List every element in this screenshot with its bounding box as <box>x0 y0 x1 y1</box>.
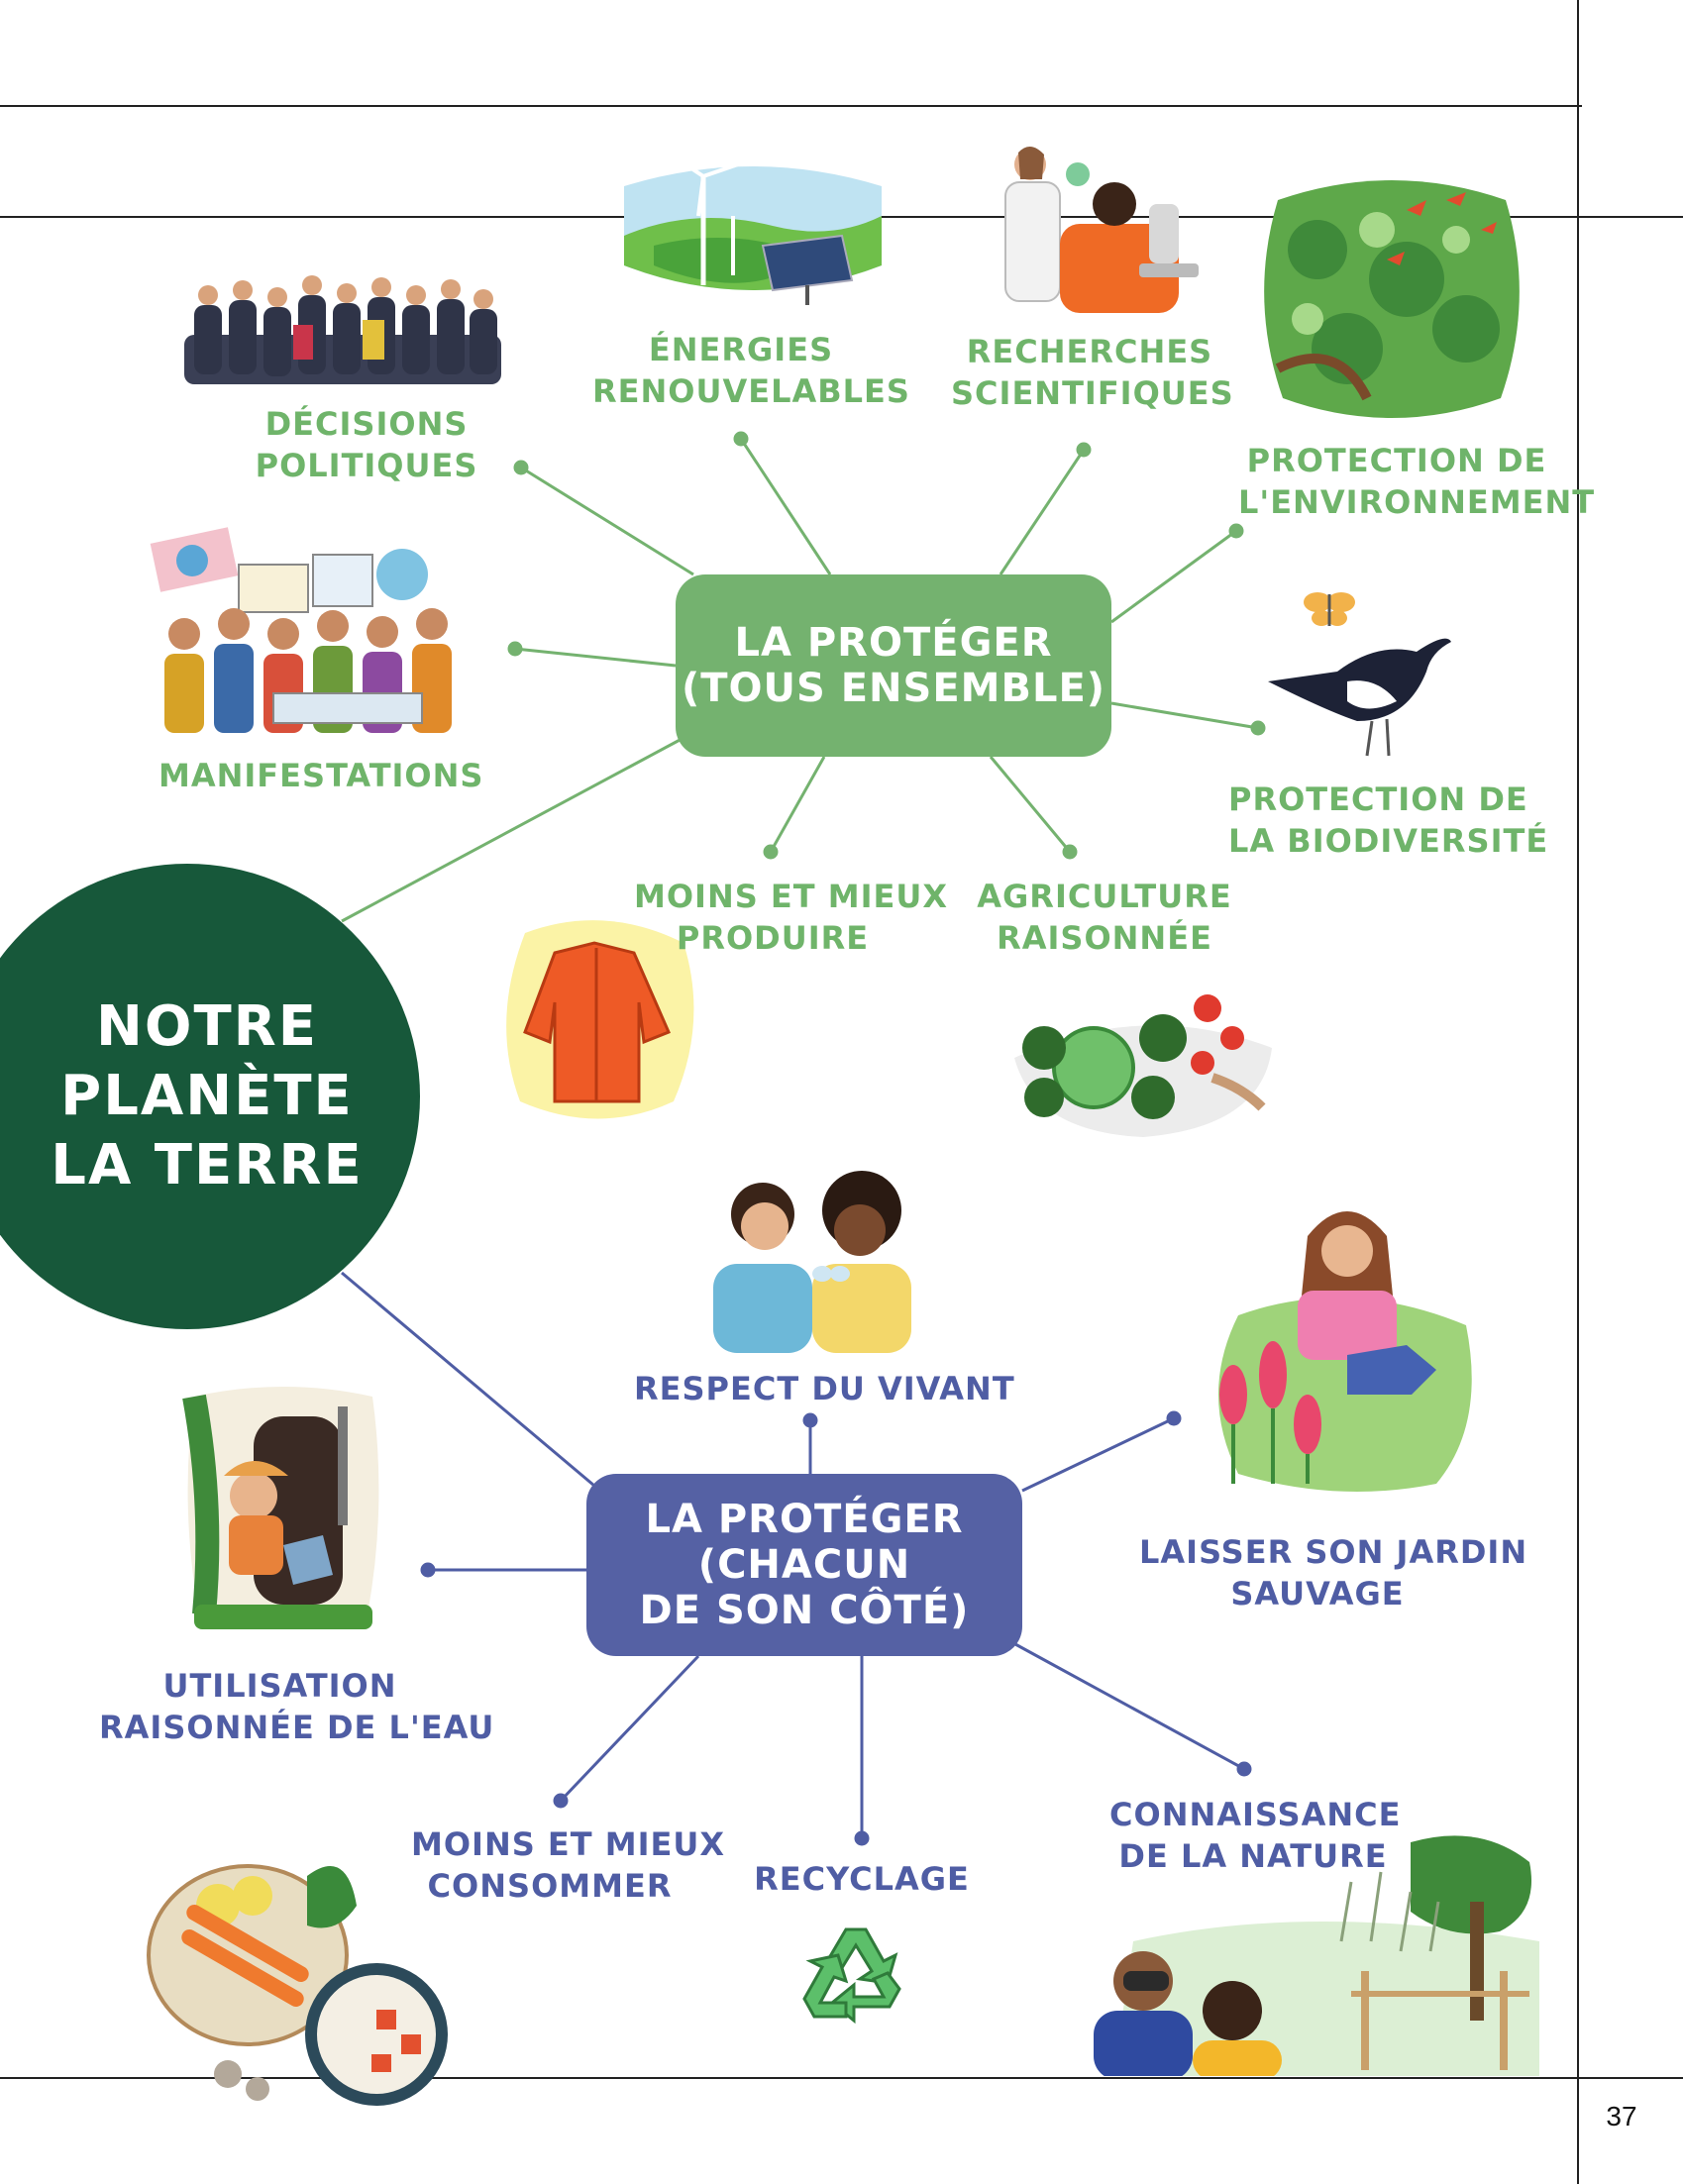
connector-recherches <box>999 449 1086 575</box>
label-line: ÉNERGIES <box>648 331 834 368</box>
label-line: MANIFESTATIONS <box>158 757 484 794</box>
connector-produire <box>769 756 826 853</box>
label-utilisation-eau: UTILISATION RAISONNÉE DE L'EAU <box>99 1665 495 1748</box>
label-line: PRODUIRE <box>676 919 870 957</box>
protest-crowd-icon <box>150 527 452 733</box>
vegetable-garden-icon <box>1014 994 1272 1137</box>
hub-line: LA PROTÉGER <box>645 1497 964 1542</box>
right-vertical-rule <box>1577 0 1579 2184</box>
politicians-group-icon <box>184 275 501 384</box>
children-binoculars-icon <box>1094 1835 1539 2076</box>
label-protection-environnement: PROTECTION DE L'ENVIRONNEMENT <box>1238 440 1596 523</box>
connector-biodiversite <box>1110 701 1259 730</box>
hub-tous-ensemble: LA PROTÉGER (TOUS ENSEMBLE) <box>676 574 1111 757</box>
label-line: CONNAISSANCE <box>1109 1796 1402 1833</box>
label-line: MOINS ET MIEUX <box>634 878 949 915</box>
label-line: RECYCLAGE <box>754 1860 970 1898</box>
rain-barrel-icon <box>182 1387 379 1629</box>
label-line: DÉCISIONS <box>264 405 469 443</box>
forest-birds-icon <box>1264 180 1520 418</box>
connector-consommer <box>559 1654 700 1803</box>
label-connaissance-nature: CONNAISSANCE DE LA NATURE <box>1109 1794 1402 1877</box>
connector-environnement <box>1110 529 1237 624</box>
top-rule <box>0 105 1582 107</box>
orange-jacket-icon <box>506 920 694 1119</box>
connector-manifestations <box>514 647 677 668</box>
connector-energies <box>739 438 832 575</box>
scientists-microscope-icon <box>1004 146 1199 313</box>
center-line: PLANÈTE <box>60 1064 354 1128</box>
hub-line: (TOUS ENSEMBLE) <box>681 666 1106 711</box>
page-number: 37 <box>1606 2101 1637 2132</box>
recycle-icon <box>802 1927 901 2025</box>
label-laisser-jardin-sauvage: LAISSER SON JARDIN SAUVAGE <box>1139 1531 1528 1614</box>
label-line: DE LA NATURE <box>1118 1837 1388 1875</box>
label-recyclage: RECYCLAGE <box>743 1858 981 1900</box>
label-line: L'ENVIRONNEMENT <box>1238 483 1596 521</box>
label-recherches-scientifiques: RECHERCHES SCIENTIFIQUES <box>951 331 1234 414</box>
bottom-rule <box>0 2077 1683 2079</box>
woman-watering-garden-icon <box>1218 1211 1472 1492</box>
label-line: RAISONNÉE DE L'EAU <box>99 1709 495 1746</box>
label-moins-mieux-consommer: MOINS ET MIEUX CONSOMMER <box>411 1823 726 1907</box>
connector-planet-individual <box>341 1271 595 1488</box>
label-line: AGRICULTURE <box>977 878 1232 915</box>
label-line: LA BIODIVERSITÉ <box>1228 822 1549 860</box>
label-respect-du-vivant: RESPECT DU VIVANT <box>634 1368 1015 1409</box>
label-line: RAISONNÉE <box>997 919 1212 957</box>
label-line: CONSOMMER <box>427 1867 673 1905</box>
center-line: NOTRE <box>95 994 319 1059</box>
connector-nature <box>1014 1642 1245 1771</box>
hub-chacun-de-son-cote: LA PROTÉGER (CHACUN DE SON CÔTÉ) <box>586 1474 1022 1656</box>
label-line: PROTECTION DE <box>1246 442 1547 479</box>
label-line: RESPECT DU VIVANT <box>634 1370 1015 1407</box>
label-protection-biodiversite: PROTECTION DE LA BIODIVERSITÉ <box>1228 779 1549 862</box>
connector-politiques <box>520 466 694 576</box>
connector-agriculture <box>989 756 1072 853</box>
hub-line: (CHACUN <box>697 1542 911 1588</box>
label-decisions-politiques: DÉCISIONS POLITIQUES <box>238 403 495 486</box>
label-line: RECHERCHES <box>966 333 1213 370</box>
planet-earth-center: NOTRE PLANÈTE LA TERRE <box>0 864 420 1329</box>
connector-planet-together <box>341 736 684 923</box>
label-line: MOINS ET MIEUX <box>411 1825 726 1863</box>
wind-turbine-solar-icon <box>624 155 882 305</box>
label-line: LAISSER SON JARDIN <box>1139 1533 1528 1571</box>
center-line: LA TERRE <box>51 1133 364 1197</box>
label-line: SCIENTIFIQUES <box>951 374 1234 412</box>
label-line: SAUVAGE <box>1230 1575 1405 1612</box>
label-line: RENOUVELABLES <box>592 372 910 410</box>
connector-jardin <box>1021 1416 1175 1493</box>
hub-line: DE SON CÔTÉ) <box>639 1588 970 1633</box>
food-basket-icon <box>147 1864 448 2106</box>
label-line: UTILISATION <box>162 1667 397 1705</box>
label-line: PROTECTION DE <box>1228 780 1528 818</box>
hub-line: LA PROTÉGER <box>734 620 1053 666</box>
label-manifestations: MANIFESTATIONS <box>158 755 484 796</box>
children-butterfly-icon <box>713 1171 911 1353</box>
label-energies-renouvelables: ÉNERGIES RENOUVELABLES <box>592 329 910 412</box>
label-line: POLITIQUES <box>255 447 478 484</box>
label-agriculture-raisonnee: AGRICULTURE RAISONNÉE <box>966 876 1243 959</box>
magpie-butterfly-icon <box>1268 592 1451 757</box>
label-moins-mieux-produire: MOINS ET MIEUX PRODUIRE <box>634 876 949 959</box>
